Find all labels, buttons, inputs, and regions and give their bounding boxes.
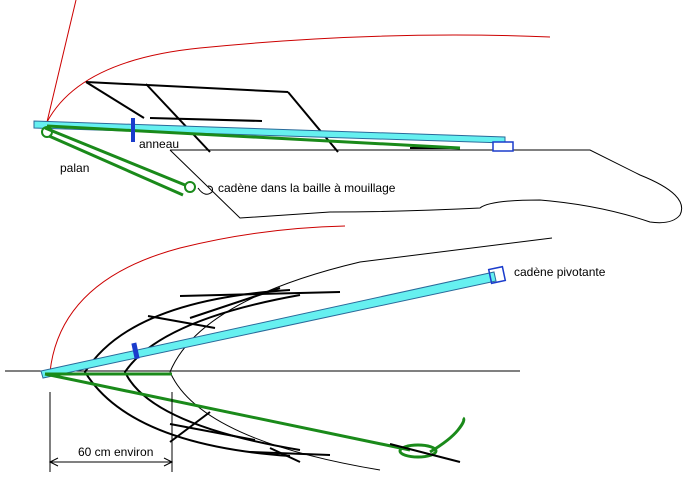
palan-label: palan — [60, 161, 89, 175]
palan-plan — [44, 372, 466, 459]
sail-battens — [147, 287, 341, 463]
cadene-pivotante-label: cadène pivotante — [514, 265, 606, 279]
sail-curve-inner — [123, 294, 301, 451]
stay-curve-plan — [49, 225, 346, 373]
side-view: anneau palan cadène dans la baille à mou… — [33, 0, 682, 224]
end-fitting-side — [492, 141, 514, 152]
anneau-label: anneau — [139, 137, 179, 151]
dimension-markers — [48, 392, 174, 472]
sail-black-lines — [85, 81, 455, 153]
jib-stay-curve — [46, 34, 551, 123]
cadene-baille-label: cadène dans la baille à mouillage — [218, 181, 396, 195]
bowsprit-plan — [40, 271, 497, 379]
anneau-plan — [131, 342, 140, 360]
plan-view: 60 cm environ cadène pivotante — [5, 225, 606, 472]
bowsprit-side — [33, 120, 506, 144]
forestay-line — [46, 0, 77, 123]
tackle-end — [389, 443, 461, 463]
anneau-ring — [131, 118, 135, 142]
palan-tackle — [41, 124, 461, 197]
sail-curve-outer — [83, 289, 291, 457]
hull-outline-plan-lower — [169, 371, 381, 471]
distance-label: 60 cm environ — [78, 445, 153, 459]
cadene-pivotante-fitting — [487, 265, 507, 285]
hull-outline-plan — [169, 237, 553, 373]
hook-icon — [197, 185, 213, 195]
hull-outline — [169, 149, 682, 224]
